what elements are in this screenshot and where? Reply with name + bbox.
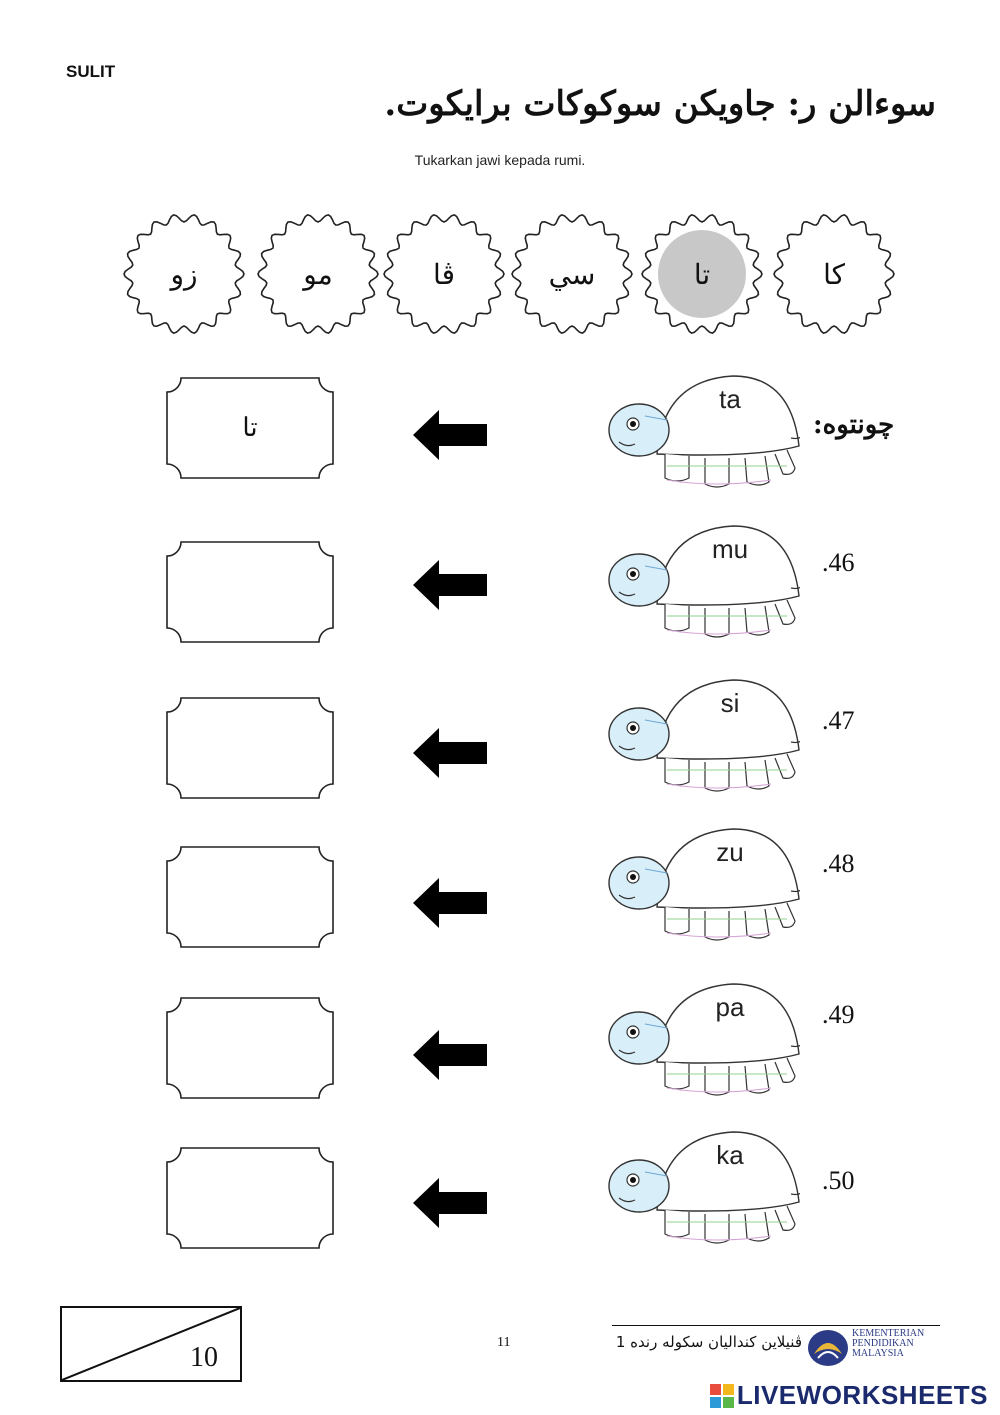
ministry-name: KEMENTERIAN PENDIDIKAN MALAYSIA	[852, 1328, 925, 1359]
gear-icon	[257, 214, 379, 334]
turtle-syllable: zu	[716, 837, 744, 867]
question-number: .49	[822, 1000, 855, 1029]
instruction-text: Tukarkan jawi kepada rumi.	[414, 152, 586, 168]
footer-text: ڤنيلاين كنداليان سكوله رنده 1	[615, 1333, 802, 1351]
left-arrow-icon	[413, 1030, 487, 1080]
gear-syllable: كا	[770, 210, 898, 338]
gear-icon	[511, 214, 633, 334]
turtle-syllable: mu	[711, 534, 749, 564]
answer-input[interactable]	[165, 845, 335, 949]
turtle-syllable: ka	[716, 1140, 744, 1170]
turtle-icon	[608, 1131, 800, 1244]
example-label: چونتوه:	[813, 410, 895, 440]
turtle-icon	[608, 983, 800, 1096]
turtle-syllable: pa	[715, 992, 745, 1022]
gear-syllable: سي	[508, 210, 636, 338]
liveworksheets-logo-icon	[709, 1383, 734, 1408]
answer-box[interactable]	[165, 540, 335, 644]
question-number: .48	[822, 849, 855, 878]
question-number: .50	[822, 1166, 855, 1195]
answer-box[interactable]	[165, 996, 335, 1100]
turtle-syllable: si	[720, 688, 740, 718]
left-arrow-icon	[413, 878, 487, 928]
brand-name: LIVEWORKSHEETS	[736, 1380, 988, 1410]
gear-syllable: ڤا	[380, 210, 508, 338]
question-number: .47	[822, 706, 855, 735]
example-answer: تا	[242, 413, 258, 443]
gear-syllable: مو	[254, 210, 382, 338]
gear-label: ڤا	[433, 257, 455, 291]
turtle-question: ka	[605, 1118, 800, 1250]
gear-label: تا	[693, 257, 711, 291]
gear-syllable: زو	[120, 210, 248, 338]
turtle-question: pa	[605, 970, 800, 1102]
score-total: 10	[190, 1342, 218, 1373]
gear-label: كا	[823, 257, 845, 291]
turtle-question: mu	[605, 512, 800, 644]
turtle-example: ta	[605, 362, 800, 494]
answer-input[interactable]	[165, 996, 335, 1100]
turtle-question: si	[605, 666, 800, 798]
gear-icon	[383, 214, 505, 334]
turtle-question: zu	[605, 815, 800, 947]
classification-label: SULIT	[66, 62, 116, 81]
score-box: 10	[60, 1306, 242, 1382]
question-number: .46	[822, 548, 855, 577]
answer-box[interactable]	[165, 1146, 335, 1250]
gear-label: سي	[548, 257, 596, 291]
gear-label: مو	[303, 257, 333, 291]
left-arrow-icon	[413, 410, 487, 460]
page-title: سوءالن ر: جاويكن سوكوكات برايكوت.	[384, 84, 936, 124]
footer-divider	[612, 1325, 940, 1326]
gear-icon	[123, 214, 245, 334]
turtle-icon	[608, 375, 800, 488]
gear-label: زو	[170, 257, 198, 291]
turtle-icon	[608, 679, 800, 792]
answer-box[interactable]	[165, 845, 335, 949]
turtle-icon	[608, 828, 800, 941]
ministry-logo-icon	[808, 1330, 848, 1366]
gear-syllable-highlighted: تا	[638, 210, 766, 338]
brand-footer[interactable]: LIVEWORKSHEETS	[709, 1380, 988, 1411]
answer-box[interactable]	[165, 696, 335, 800]
turtle-syllable: ta	[719, 384, 741, 414]
left-arrow-icon	[413, 728, 487, 778]
answer-input[interactable]	[165, 540, 335, 644]
left-arrow-icon	[413, 560, 487, 610]
page-number: 11	[497, 1335, 511, 1350]
gear-icon	[641, 214, 763, 334]
turtle-icon	[608, 525, 800, 638]
answer-input[interactable]	[165, 1146, 335, 1250]
example-answer-box: تا	[165, 376, 335, 480]
left-arrow-icon	[413, 1178, 487, 1228]
answer-input[interactable]	[165, 696, 335, 800]
gear-icon	[773, 214, 895, 334]
